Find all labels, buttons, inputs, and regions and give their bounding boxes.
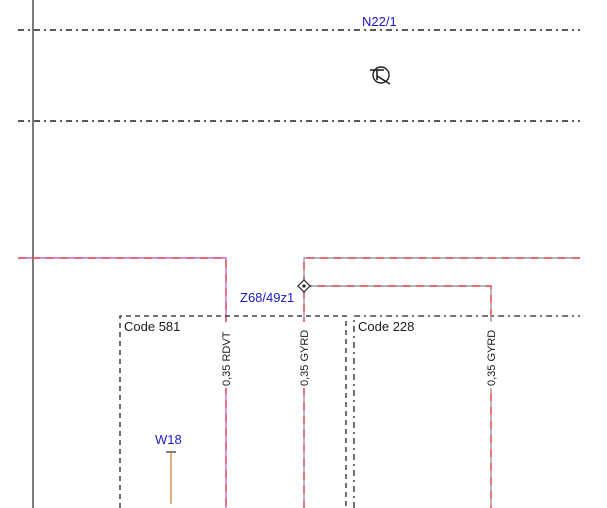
wire-label-bg-rdvt: [219, 322, 233, 388]
wire-gyrd-top: [303, 257, 580, 508]
wire-rdvt: [18, 257, 227, 508]
code-228-label: Code 228: [358, 319, 414, 334]
w18-ground-wire: [166, 451, 176, 504]
wire-label-rdvt: 0,35 RDVT: [221, 331, 233, 386]
wire-label-bg-gyrd-right: [484, 322, 498, 388]
wire-label-gyrd-left: 0,35 GYRD: [299, 330, 311, 386]
w18-label[interactable]: W18: [155, 432, 182, 447]
n22-label[interactable]: N22/1: [362, 14, 397, 29]
wire-gyrd-branch: [304, 285, 492, 508]
code-581-box: [119, 315, 347, 508]
wire-label-gyrd-right: 0,35 GYRD: [486, 330, 498, 386]
code-581-label: Code 581: [124, 319, 180, 334]
z68-label[interactable]: Z68/49z1: [240, 290, 294, 305]
wire-label-bg-gyrd-left: [297, 322, 311, 388]
code-228-box: [353, 315, 580, 508]
splice-diamond-icon[interactable]: [297, 279, 311, 293]
ground-symbol-icon: [370, 66, 391, 85]
